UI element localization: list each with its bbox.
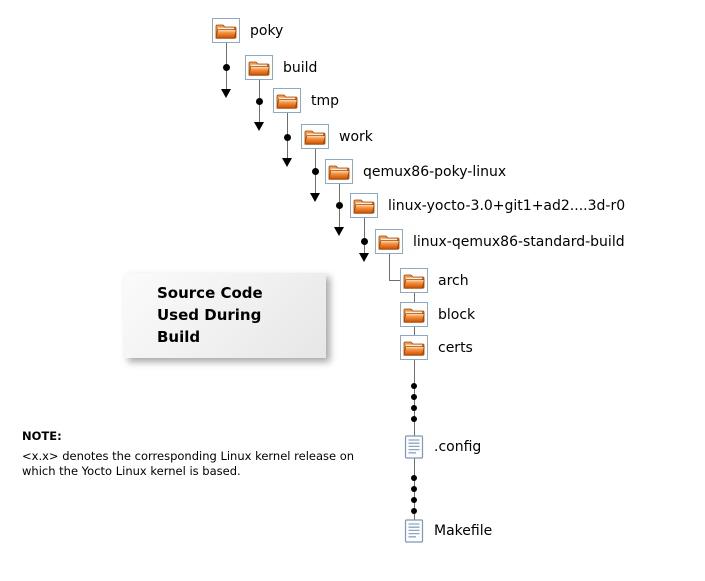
callout-line: Source Code <box>157 284 263 302</box>
tree-node-label: linux-yocto-3.0+git1+ad2....3d-r0 <box>388 197 626 214</box>
ellipsis-dot <box>411 383 417 389</box>
connector-trunk-children <box>414 280 415 520</box>
connector-line-linux-yocto <box>364 218 365 253</box>
arrow-down-icon-3 <box>282 158 292 167</box>
ellipsis-dot <box>411 416 417 422</box>
branch-dot-standard-build <box>361 238 368 245</box>
tree-node-linux-qemux86-standard-build: linux-qemux86-standard-build <box>375 229 625 254</box>
note-text: <x.x> denotes the corresponding Linux ke… <box>22 449 355 463</box>
tree-node-label: tmp <box>311 92 340 109</box>
branch-dot-tmp <box>256 98 263 105</box>
folder-icon <box>400 302 428 327</box>
folder-icon <box>400 335 428 360</box>
callout-line: Used During <box>157 306 262 324</box>
folder-icon <box>375 229 403 254</box>
tree-node-label: build <box>283 59 318 76</box>
arrow-down-icon-4 <box>310 193 320 202</box>
tree-node-label: .config <box>434 439 482 455</box>
branch-dot-linux-yocto <box>336 202 343 209</box>
arrow-down-icon-6 <box>359 253 369 262</box>
folder-icon <box>301 124 329 149</box>
tree-node-label: work <box>339 128 373 145</box>
tree-node-tmp: tmp <box>273 88 339 113</box>
tree-node-label: block <box>438 306 476 323</box>
arrow-down-icon-2 <box>254 122 264 131</box>
folder-icon <box>273 88 301 113</box>
tree-node-makefile: Makefile <box>404 519 492 543</box>
tree-node-work: work <box>301 124 373 149</box>
folder-icon <box>245 55 273 80</box>
ellipsis-dot <box>411 508 417 514</box>
file-icon <box>404 519 424 543</box>
branch-dot-qemux86-poky-linux <box>312 168 319 175</box>
tree-node-arch: arch <box>400 268 469 293</box>
ellipsis-dot <box>411 486 417 492</box>
note-title: NOTE: <box>22 429 62 443</box>
tree-node-qemux86-poky-linux: qemux86-poky-linux <box>325 159 506 184</box>
tree-node-label: linux-qemux86-standard-build <box>413 233 625 250</box>
tree-node-block: block <box>400 302 475 327</box>
branch-dot-work <box>284 134 291 141</box>
tree-node-label: poky <box>250 22 284 39</box>
branch-dot-build <box>223 64 230 71</box>
folder-icon <box>325 159 353 184</box>
arrow-down-icon-5 <box>334 227 344 236</box>
tree-node-label: certs <box>438 339 473 356</box>
ellipsis-dot <box>411 394 417 400</box>
connector-line-standard-build <box>389 254 390 281</box>
callout-line: Build <box>157 328 201 346</box>
callout-source-code: Source Code Used During Build <box>124 273 326 358</box>
note-text: which the Yocto Linux kernel is based. <box>22 464 241 478</box>
ellipsis-dot <box>411 475 417 481</box>
tree-node-certs: certs <box>400 335 473 360</box>
file-icon <box>404 435 424 459</box>
ellipsis-dot <box>411 497 417 503</box>
arrow-down-icon-1 <box>221 89 231 98</box>
tree-node-config: .config <box>404 435 481 459</box>
folder-icon <box>400 268 428 293</box>
folder-icon <box>350 193 378 218</box>
folder-icon <box>212 18 240 43</box>
note: NOTE: <x.x> denotes the corresponding Li… <box>22 429 354 479</box>
tree-node-poky: poky <box>212 18 283 43</box>
tree-node-build: build <box>245 55 317 80</box>
tree-node-label: arch <box>438 272 469 289</box>
ellipsis-dot <box>411 405 417 411</box>
tree-node-linux-yocto: linux-yocto-3.0+git1+ad2....3d-r0 <box>350 193 625 218</box>
tree-node-label: qemux86-poky-linux <box>363 163 507 180</box>
tree-node-label: Makefile <box>434 523 493 539</box>
